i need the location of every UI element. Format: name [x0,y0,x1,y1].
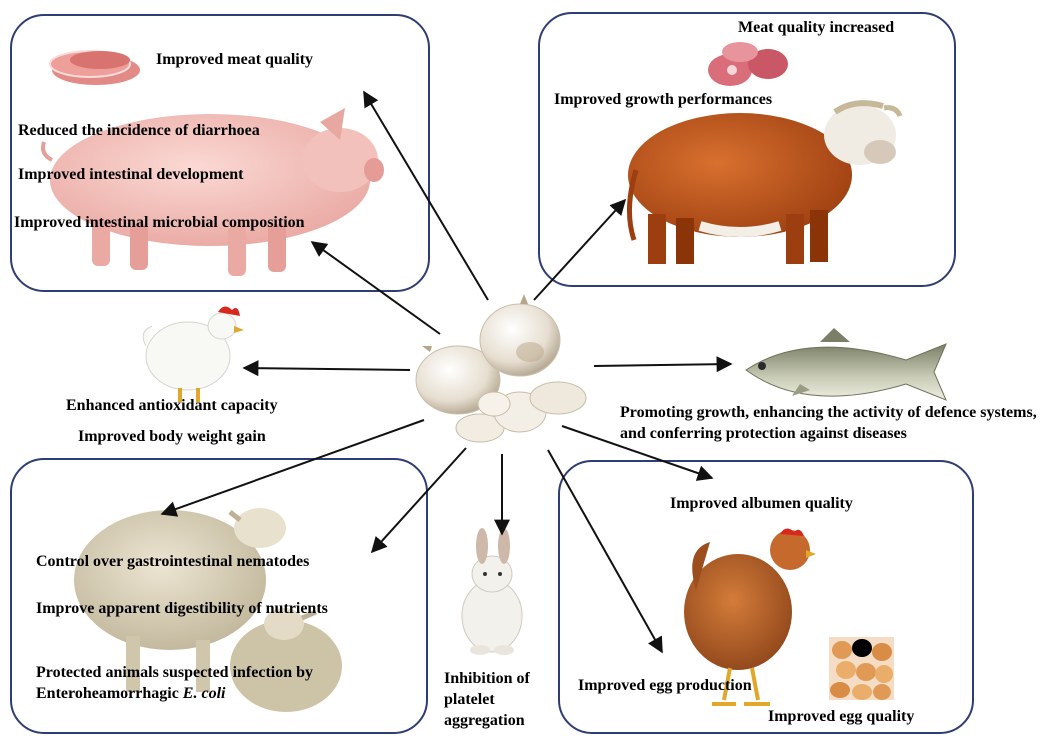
label-fish-benefits: Promoting growth, enhancing the activity… [620,402,1045,444]
label-growth-performances: Improved growth performances [554,91,772,109]
label-egg-quality: Improved egg quality [768,708,914,726]
label-body-weight-gain: Improved body weight gain [78,428,266,446]
label-ehec-protection: Protected animals suspected infection by… [36,663,376,705]
label-nutrient-digestibility: Improve apparent digestibility of nutrie… [36,600,328,618]
rabbit-image [462,528,522,655]
label-gastrointestinal-nematodes: Control over gastrointestinal nematodes [36,553,309,571]
garlic-image [416,294,586,442]
arrow-to-pig-meat [364,92,488,300]
arrow-to-broiler [244,368,410,370]
label-ehec-protection-text: Protected animals suspected infection by… [36,664,313,702]
label-improved-meat-quality: Improved meat quality [156,51,313,69]
label-egg-production: Improved egg production [578,677,752,695]
label-albumen-quality: Improved albumen quality [670,495,853,513]
label-antioxidant-capacity: Enhanced antioxidant capacity [66,397,278,415]
arrow-to-pig-intestine [312,242,440,334]
broiler-chicken-image [143,306,244,402]
beef-meat-image [708,42,788,86]
arrow-to-cattle [534,200,625,300]
fish-image [746,328,946,400]
label-intestinal-microbial-composition: Improved intestinal microbial compositio… [14,214,305,232]
arrow-to-egg-production [548,450,662,652]
eggs-image [829,637,894,700]
arrow-to-nematodes [372,448,466,552]
cattle-image [628,103,900,264]
label-ehec-organism: E. coli [183,685,226,702]
arrow-to-fish [594,364,731,366]
label-meat-quality-increased: Meat quality increased [738,19,894,37]
label-platelet-aggregation: Inhibition of platelet aggregation [444,668,540,731]
label-intestinal-development: Improved intestinal development [18,166,243,184]
pork-meat-image [50,51,140,85]
label-reduced-diarrhoea: Reduced the incidence of diarrhoea [18,122,260,140]
